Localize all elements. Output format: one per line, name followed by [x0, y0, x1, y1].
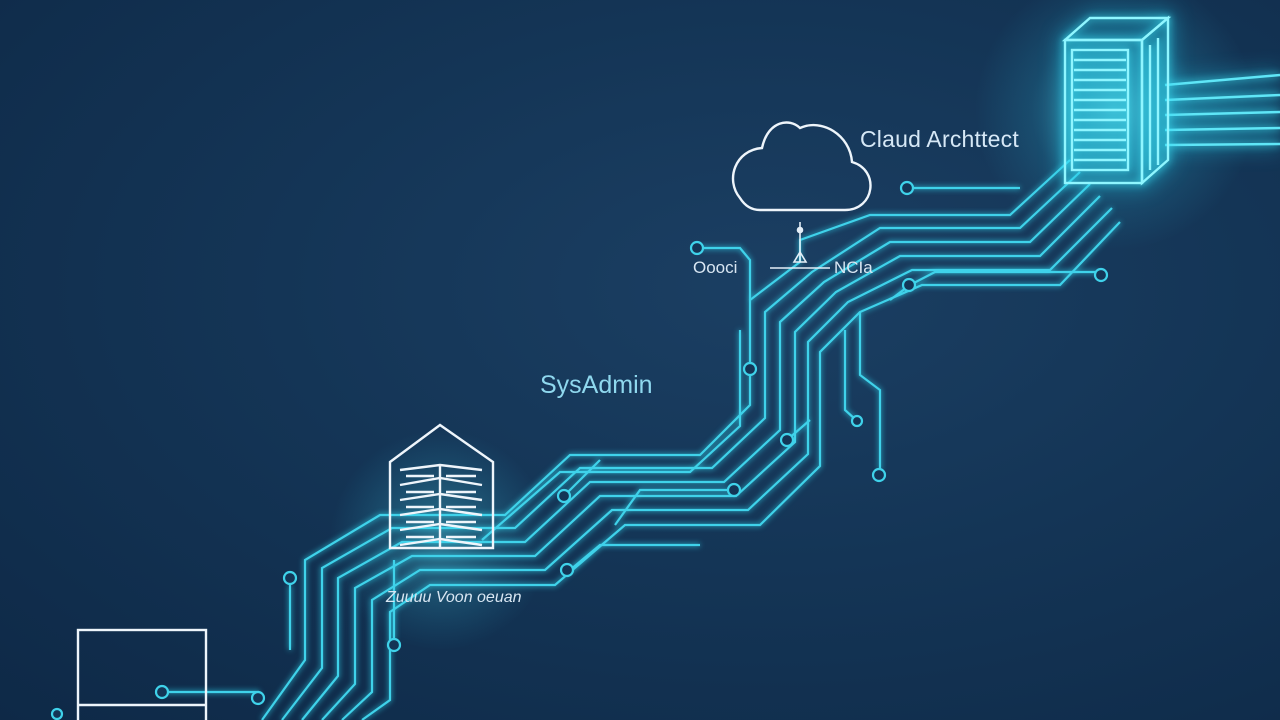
node — [154, 684, 170, 700]
trace-2 — [281, 171, 1081, 720]
node — [386, 637, 402, 653]
monitor-icon — [76, 628, 208, 720]
trace-9 — [843, 330, 857, 421]
top-server-glow — [975, 0, 1255, 250]
trace-19 — [697, 246, 752, 300]
trace-18 — [909, 270, 1100, 286]
trace-5 — [341, 207, 1113, 720]
circuit-nodes — [50, 180, 1109, 720]
server-rack-icon — [1061, 15, 1172, 186]
node — [689, 240, 705, 256]
trace-6 — [361, 221, 1121, 720]
trace-3 — [301, 183, 1091, 720]
cloud-right-label: NCIa — [834, 258, 873, 277]
bottom-server-label: Ζuuuu Voon oeuan — [386, 589, 522, 606]
cloud-architect-label: Claud Archttect — [860, 126, 1019, 152]
node — [871, 467, 887, 483]
cloud-connector — [770, 222, 830, 269]
node — [779, 432, 795, 448]
cloud-icon — [731, 121, 872, 212]
node — [282, 570, 298, 586]
node — [901, 277, 917, 293]
node — [1093, 267, 1109, 283]
trace-7 — [481, 330, 742, 541]
trace-16 — [564, 459, 601, 496]
trace-14 — [569, 543, 700, 571]
sysadmin-label: SysAdmin — [540, 371, 653, 399]
server-house-icon — [388, 423, 495, 550]
trace-13 — [162, 690, 260, 700]
trace-15 — [614, 488, 735, 526]
trace-8 — [858, 312, 882, 470]
node — [726, 482, 742, 498]
node — [50, 707, 64, 720]
top-server-bus — [1164, 73, 1280, 147]
node — [556, 488, 572, 504]
cloud-left-label: Oooci — [693, 258, 738, 277]
node — [742, 361, 758, 377]
node — [250, 690, 266, 706]
circuit-traces — [162, 159, 1121, 720]
node — [850, 414, 864, 428]
trace-1 — [261, 159, 1071, 720]
node — [559, 562, 575, 578]
node — [899, 180, 915, 196]
